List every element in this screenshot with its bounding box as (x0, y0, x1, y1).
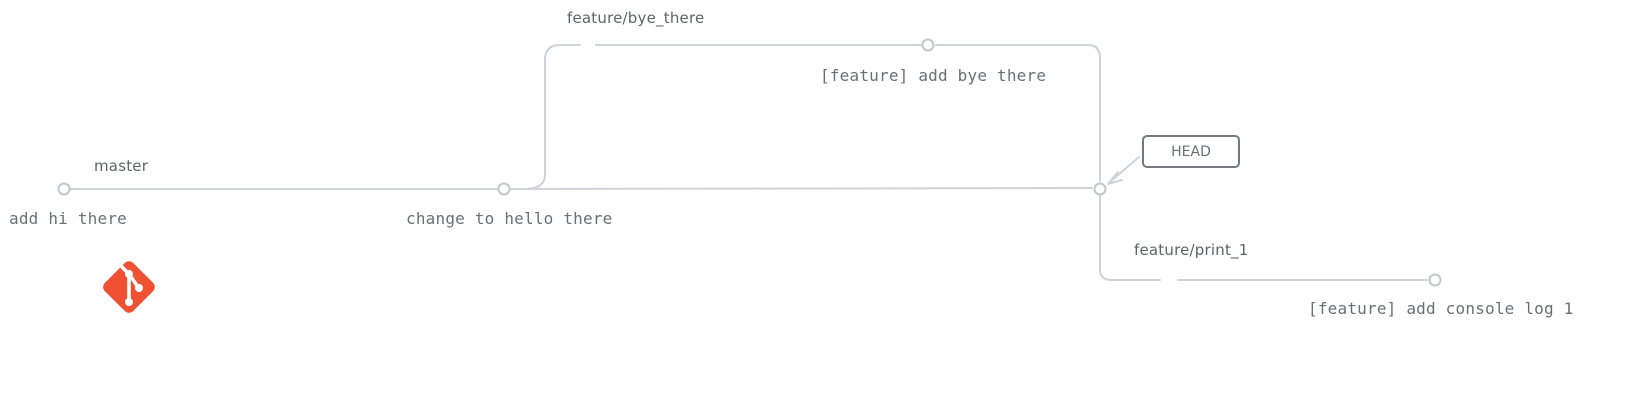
commit-node-add-hi-there[interactable] (57, 182, 71, 196)
commit-node-change-to-hello-there[interactable] (497, 182, 511, 196)
commit-node-add-console-log-1[interactable] (1428, 273, 1442, 287)
master-branch-line-2 (510, 187, 1093, 190)
branch-label-print-1: feature/print_1 (1134, 241, 1249, 259)
branch-label-master: master (94, 157, 149, 175)
branch-label-bye-there: feature/bye_there (567, 9, 705, 27)
commit-label-add-hi-there: add hi there (9, 209, 127, 228)
head-arrowhead (1107, 171, 1123, 185)
print-branch-line (1099, 195, 1428, 281)
head-pointer-box: HEAD (1142, 135, 1240, 168)
head-label: HEAD (1171, 143, 1211, 160)
commit-label-add-bye-there: [feature] add bye there (820, 66, 1047, 85)
git-logo-icon (103, 261, 155, 313)
commit-label-change-to-hello-there: change to hello there (406, 209, 613, 228)
commit-node-add-bye-there[interactable] (921, 38, 935, 52)
commit-node-merge[interactable] (1093, 182, 1107, 196)
head-arrow (1109, 156, 1140, 183)
bye-branch-line (519, 44, 1101, 191)
commit-label-add-console-log-1: [feature] add console log 1 (1308, 299, 1574, 318)
